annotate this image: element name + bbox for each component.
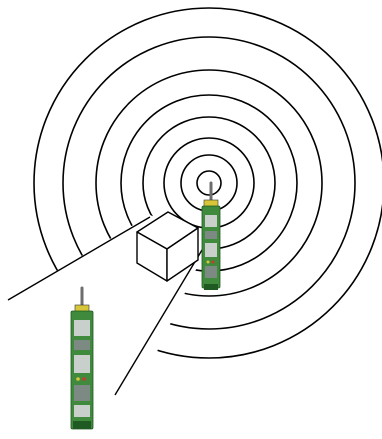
cube-obstacle-icon [136, 211, 199, 282]
receiver-module-icon [70, 286, 94, 430]
cube-side-face [166, 227, 199, 282]
shadow-edge-right [114, 244, 206, 396]
shadow-edge-left [7, 216, 151, 301]
transmitter-module-icon [201, 181, 221, 290]
radio-wave-ring-0 [196, 170, 222, 196]
